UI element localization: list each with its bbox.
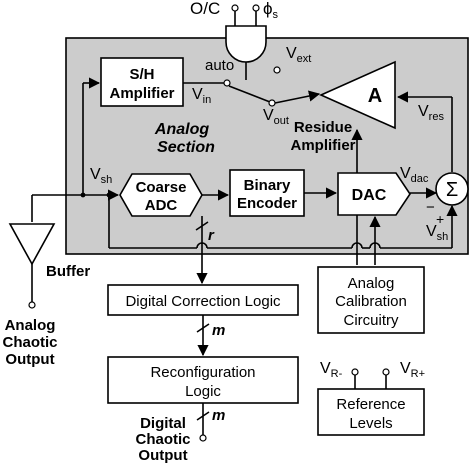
analog-section-title-line2: Section [157,139,215,156]
bus-m2-label: m [212,407,225,424]
calibration-block [317,266,425,334]
v-rplus-label: V [400,360,411,377]
svg-text:Vin: Vin [192,86,211,106]
analog-output-line3: Output [5,351,54,368]
analog-switch-blade [228,85,271,103]
residue-amplifier-line1: Residue [294,119,352,136]
reconfiguration-line1: Reconfiguration [150,364,255,381]
svg-text:ϕs: ϕs [263,0,279,21]
vrminus-terminal [351,368,359,376]
oc-input: O/C [190,0,239,18]
digital-output-line2: Chaotic [135,431,190,448]
coarse-adc-line2: ADC [145,197,178,214]
v-in-label: V [192,86,203,103]
analog-output-line2: Chaotic [2,334,57,351]
calibration-line3: Circuitry [344,312,399,329]
digital-output-line1: Digital [140,415,186,432]
digital-output-line3: Output [138,447,187,464]
svg-text:VR+: VR+ [400,360,425,380]
switch-contact-auto [223,79,231,87]
residue-amplifier-symbol: A [368,85,382,107]
coarse-adc-line1: Coarse [136,179,187,196]
svg-text:Vsh: Vsh [426,223,448,243]
reference-levels-line2: Levels [349,415,392,432]
calibration-line1: Analog [348,275,395,292]
svg-text:Vres: Vres [418,103,444,123]
sh-amplifier-line1: S/H [129,66,154,83]
dac-label: DAC [352,187,387,204]
bus-r-label: r [208,227,215,244]
bus-m1-label: m [212,322,225,339]
v-sh-label: V [90,166,101,183]
digital-correction-label: Digital Correction Logic [125,293,281,310]
dac-block [337,172,411,216]
v-out-label: V [263,107,274,124]
summer-plus: + [436,211,444,227]
v-rminus-label: V [320,360,331,377]
residue-amplifier-line2: Amplifier [290,137,355,154]
svg-text:VR-: VR- [320,360,343,380]
residue-amplifier-triangle [319,60,396,130]
v-res-label: V [418,103,429,120]
v-sh-summer-label: V [426,223,437,240]
buffer-label: Buffer [46,263,90,280]
reconfiguration-line2: Logic [185,383,221,400]
summer-symbol: Σ [446,179,458,201]
calibration-line2: Calibration [335,293,407,310]
svg-text:Vdac: Vdac [400,165,429,185]
v-ext-label: V [286,45,297,62]
binary-encoder-line2: Encoder [237,195,297,212]
vsh-junction [80,192,86,198]
switch-pivot [268,99,276,107]
sh-amplifier-block [100,57,184,107]
summer-circle [435,172,469,206]
switch-contact-ext [273,66,281,74]
svg-text:Vsh: Vsh [90,166,112,186]
analog-section-title-line1: Analog [154,121,209,138]
buffer-triangle [8,223,56,266]
binary-encoder-line1: Binary [244,177,291,194]
auto-label: auto [205,57,234,74]
digital-output-terminal [199,434,207,442]
and-gate-icon [225,25,267,63]
phi-label: ϕ [263,0,273,18]
sh-amplifier-line2: Amplifier [109,85,174,102]
svg-text:Vout: Vout [263,107,289,127]
reference-levels-line1: Reference [336,396,405,413]
reference-levels-block [317,388,425,436]
phi-subscript: s [273,9,279,21]
oc-label: O/C [190,0,220,18]
analog-output-line1: Analog [5,317,56,334]
analog-output-terminal [28,301,36,309]
v-dac-label: V [400,165,411,182]
vrplus-terminal [382,368,390,376]
phi-s-input: ϕs [252,0,279,21]
svg-text:Vext: Vext [286,45,311,65]
summer-minus: − [426,199,435,216]
